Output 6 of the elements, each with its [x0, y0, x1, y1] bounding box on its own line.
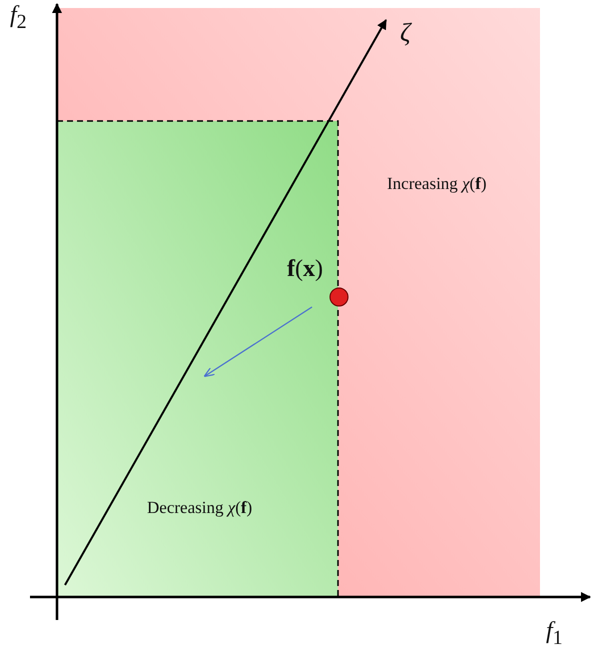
region-label: Decreasing χ(f): [147, 498, 252, 518]
axis-label: f$_{2}$: [10, 2, 27, 34]
axis-label: f$_{1}$: [546, 618, 563, 650]
region-label: Increasing χ(f): [387, 174, 487, 194]
line-label: ζ: [400, 18, 411, 48]
point-label: f(x): [287, 256, 323, 283]
